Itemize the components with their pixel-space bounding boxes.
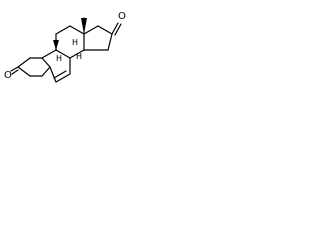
stereo-h-label-2: H — [76, 52, 82, 61]
ring-a-bond — [17, 66, 31, 77]
right-carbonyl-bond — [111, 22, 119, 35]
left-carbonyl-bond — [10, 66, 19, 72]
ring-b-bond — [41, 49, 57, 59]
stereo-wedge — [81, 18, 87, 34]
stereo-marks — [53, 18, 87, 50]
ring-bonds — [10, 17, 122, 83]
stereo-h-label-1: H — [56, 54, 62, 63]
ring-d-bond — [83, 25, 99, 35]
ring-b-bond — [55, 49, 71, 59]
ring-a-bond — [41, 57, 51, 68]
left-carbonyl-bond-double — [11, 69, 19, 75]
ketone-oxygen-right: O — [118, 11, 126, 22]
ring-c-bond — [69, 25, 85, 35]
stereo-h-label-3: H — [72, 38, 78, 47]
ring-a-bond — [41, 66, 51, 77]
steroid-structure-diagram: O O H H H — [0, 0, 132, 93]
steroid-structure-svg: O O H H H — [4, 11, 126, 83]
ring-b-bond — [49, 66, 57, 83]
ring-a-bond — [17, 57, 31, 68]
ring-d-bond — [97, 25, 113, 35]
stereo-wedge — [53, 40, 59, 50]
double-bond-inner — [53, 70, 67, 79]
ring-c-bond — [55, 25, 71, 35]
ring-c-bond — [69, 49, 85, 59]
ring-b-bond — [55, 73, 71, 83]
ring-d-bond — [107, 33, 113, 51]
right-carbonyl-bond-double — [114, 23, 122, 36]
ketone-oxygen-left: O — [4, 70, 12, 81]
